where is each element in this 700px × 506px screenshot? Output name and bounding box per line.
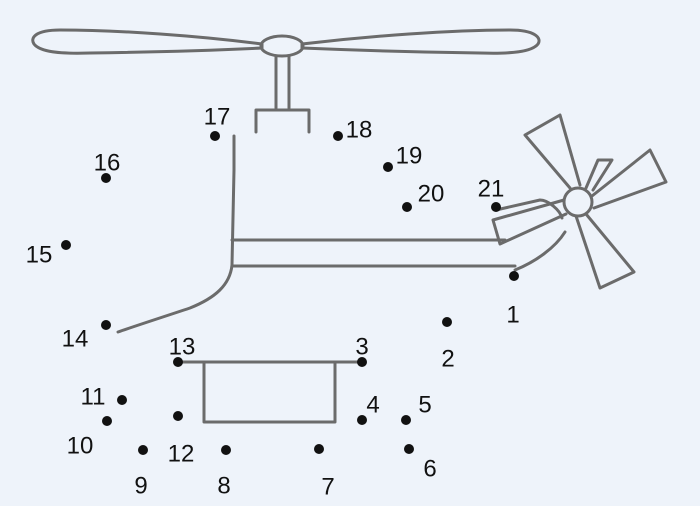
dot-16: 16	[94, 149, 121, 183]
tail-boom	[230, 198, 567, 272]
dot-8: 8	[217, 445, 231, 499]
tail-blade-up-right	[584, 158, 614, 192]
dot-3: 3	[355, 333, 369, 367]
dot-marker	[102, 416, 112, 426]
dot-5: 5	[401, 391, 432, 425]
tail-rotor	[491, 113, 668, 290]
dot-21: 21	[478, 175, 505, 212]
dot-marker	[138, 445, 148, 455]
dot-marker	[61, 240, 71, 250]
dot-marker	[314, 444, 324, 454]
dot-label: 17	[204, 103, 231, 130]
dot-marker	[333, 131, 343, 141]
dot-marker	[210, 131, 220, 141]
dot-label: 14	[62, 325, 89, 352]
dot-label: 4	[366, 391, 379, 418]
dot-label: 15	[26, 241, 53, 268]
tail-blade-right	[590, 148, 668, 210]
dot-marker	[173, 357, 183, 367]
dot-label: 2	[441, 345, 454, 372]
main-rotor	[31, 28, 541, 134]
dot-marker	[357, 415, 367, 425]
dot-marker	[383, 162, 393, 172]
dot-label: 21	[478, 175, 505, 202]
tail-blade-up-left	[523, 113, 582, 190]
skid-frame	[202, 360, 337, 424]
dot-label: 11	[81, 383, 106, 410]
dot-label: 8	[217, 472, 230, 499]
dot-marker	[402, 202, 412, 212]
dot-label: 16	[94, 149, 121, 176]
dot-label: 6	[423, 455, 436, 482]
dot-2: 2	[441, 317, 455, 372]
dot-6: 6	[404, 444, 437, 482]
dot-17: 17	[204, 103, 231, 141]
rotor-blade-right	[300, 28, 541, 55]
dot-marker	[509, 271, 519, 281]
cabin-outline	[116, 134, 236, 334]
tail-blade-left	[491, 198, 568, 246]
dot-label: 5	[418, 391, 431, 418]
tail-boom-lower-curve	[513, 230, 567, 272]
dot-label: 3	[355, 333, 368, 360]
dot-18: 18	[333, 116, 372, 143]
dot-label: 13	[169, 333, 196, 360]
tail-blade-down	[574, 212, 636, 290]
dot-11: 11	[81, 383, 127, 410]
dot-label: 19	[396, 142, 423, 169]
dot-10: 10	[67, 416, 112, 459]
rotor-hub	[259, 34, 305, 58]
dot-marker	[101, 173, 111, 183]
dot-label: 12	[168, 440, 195, 467]
dot-12: 12	[168, 411, 195, 467]
dot-marker	[491, 202, 501, 212]
dot-4: 4	[357, 391, 380, 425]
rotor-blade-left	[31, 28, 264, 55]
dot-label: 7	[321, 473, 334, 500]
dot-label: 10	[67, 432, 94, 459]
dot-9: 9	[134, 445, 148, 499]
skid-box	[176, 360, 364, 424]
rotor-mount	[254, 108, 311, 134]
dot-marker	[173, 411, 183, 421]
dot-marker	[221, 445, 231, 455]
tail-rotor-hub	[562, 186, 594, 218]
dot-marker	[101, 320, 111, 330]
dot-label: 9	[134, 472, 147, 499]
dot-label: 1	[506, 301, 519, 328]
dot-marker	[404, 444, 414, 454]
dot-marker	[357, 357, 367, 367]
dot-7: 7	[314, 444, 335, 500]
dot-19: 19	[383, 142, 422, 172]
dot-13: 13	[169, 333, 196, 367]
dot-label: 18	[346, 116, 373, 143]
dot-15: 15	[26, 240, 71, 268]
dot-1: 1	[506, 271, 520, 328]
dot-marker	[442, 317, 452, 327]
dot-label: 20	[418, 180, 445, 207]
dot-marker	[401, 415, 411, 425]
dot-20: 20	[402, 180, 444, 212]
dot-marker	[117, 395, 127, 405]
cabin-front-edge	[116, 134, 236, 334]
dot-14: 14	[62, 320, 111, 352]
